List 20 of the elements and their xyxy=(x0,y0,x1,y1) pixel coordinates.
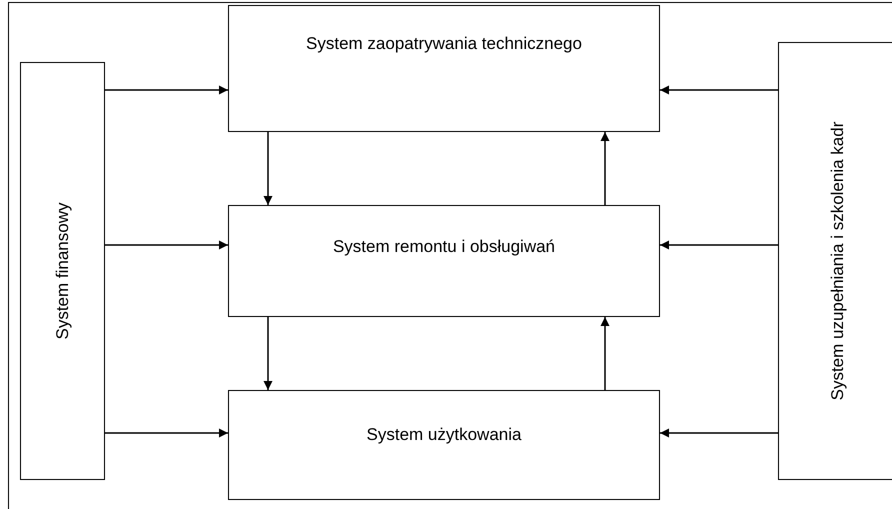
system-box xyxy=(228,5,660,132)
arrow xyxy=(264,132,272,205)
box-label: System remontu i obsługiwań xyxy=(332,236,556,258)
arrow xyxy=(264,317,272,390)
box-label: System zaopatrywania technicznego xyxy=(305,32,583,54)
system-box xyxy=(228,390,660,500)
arrow xyxy=(660,428,778,438)
arrow xyxy=(660,86,778,94)
arrow xyxy=(105,428,228,438)
arrow xyxy=(660,240,778,250)
system-box xyxy=(778,42,892,480)
arrow xyxy=(600,317,610,390)
arrow xyxy=(105,86,228,94)
system-box xyxy=(20,62,105,480)
box-label: System finansowy xyxy=(52,202,72,342)
system-box xyxy=(228,205,660,317)
box-label: System użytkowania xyxy=(366,424,522,446)
arrow xyxy=(105,240,228,250)
box-label: System uzupełniania i szkolenia kadr xyxy=(827,120,848,402)
arrow xyxy=(600,132,610,205)
